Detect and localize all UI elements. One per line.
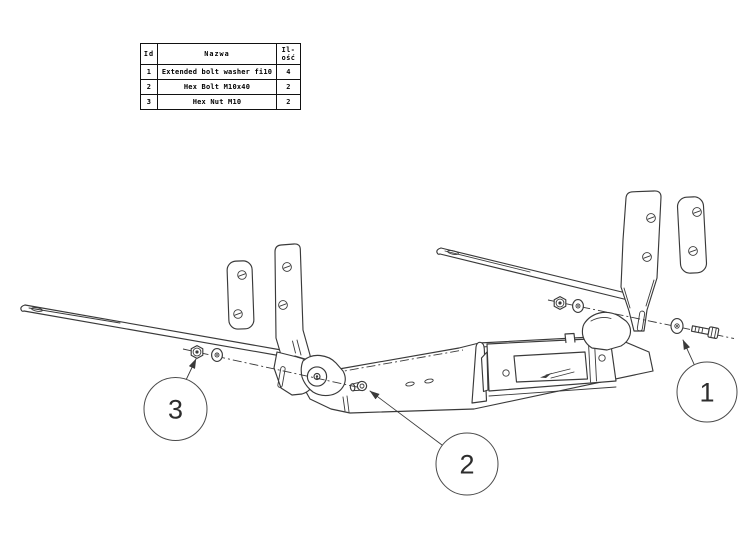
right-bracket-foot: [581, 311, 632, 351]
washer-middle: [572, 299, 584, 313]
header-qty-line2: ość: [281, 54, 296, 62]
washer-right: [670, 318, 684, 334]
hex-nut-middle: [553, 296, 567, 310]
table-row: 3 Hex Nut M10 2: [140, 94, 301, 110]
leader-callout-2: [369, 390, 443, 446]
row-qty: 4: [276, 64, 301, 80]
callout-3-label: 3: [168, 395, 183, 425]
right-vehicle-bracket: [620, 190, 662, 332]
leader-callout-3: [185, 358, 197, 381]
leader-callout-1: [682, 339, 695, 365]
parts-table: Id Nazwa Il- ość 1 Extended bolt washer …: [140, 43, 301, 110]
parts-table-header-row: Id Nazwa Il- ość: [140, 43, 301, 65]
callout-1: 1: [676, 361, 738, 423]
left-backing-plate: [226, 260, 255, 330]
right-backing-plate: [676, 196, 708, 274]
callout-2: 2: [435, 432, 499, 496]
header-qty-line1: Il-: [281, 46, 296, 54]
hex-bolt-loose: [690, 325, 720, 339]
table-row: 2 Hex Bolt M10x40 2: [140, 79, 301, 95]
row-name: Hex Nut M10: [157, 94, 277, 110]
callout-1-label: 1: [699, 378, 714, 408]
pivot-boss: [300, 354, 346, 397]
callout-3: 3: [143, 377, 208, 441]
right-tie-rod: [436, 247, 629, 301]
left-fastener-axis: [182, 348, 367, 390]
hex-nut-left: [190, 345, 204, 359]
washer-left: [211, 348, 223, 362]
callout-2-label: 2: [459, 450, 474, 480]
hex-bolt-installed: [349, 380, 368, 392]
left-tie-rod: [20, 304, 288, 358]
header-qty: Il- ość: [276, 43, 301, 65]
row-qty: 2: [276, 94, 301, 110]
winch-mount-crossmember: [273, 311, 654, 414]
